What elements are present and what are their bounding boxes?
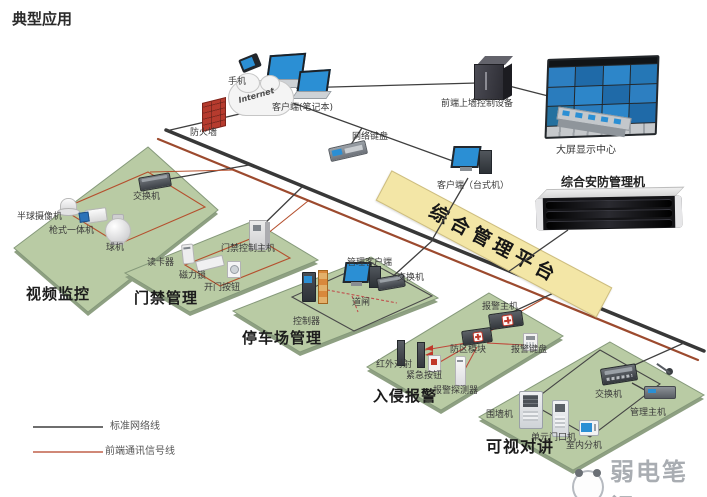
master-station-icon xyxy=(644,363,678,400)
indoor-monitor-icon xyxy=(579,420,599,436)
alarm-detector-icon xyxy=(455,356,466,386)
firewall-icon xyxy=(202,97,226,132)
device-label: 开门按钮 xyxy=(204,283,241,293)
device-label: 紧急按钮 xyxy=(406,371,443,381)
access-signal-loop xyxy=(183,236,292,287)
firewall-label: 防火墙 xyxy=(190,128,218,138)
security-server-label: 综合安防管理机 xyxy=(561,175,646,189)
device-label: 交换机 xyxy=(133,192,161,202)
platform-title-intercom: 可视对讲 xyxy=(486,437,555,456)
legend-network-label: 标准网络线 xyxy=(110,421,160,432)
device-label: 报警键盘 xyxy=(511,345,548,355)
device-label: 枪式一体机 xyxy=(49,226,95,236)
device-label: 球机 xyxy=(106,243,125,253)
trunk-signal-line xyxy=(156,137,700,362)
platform-title-video: 视频监控 xyxy=(26,285,91,303)
device-label: 防区模块 xyxy=(450,345,487,355)
device-label: 管理主机 xyxy=(630,408,667,418)
device-label: 红外对射 xyxy=(376,360,413,370)
intercom-network-loop xyxy=(529,349,661,438)
device-label: 报警主机 xyxy=(482,302,519,312)
emergency-button-icon xyxy=(428,355,441,372)
barrier-gate-icon xyxy=(302,270,330,304)
desktop-client-icon xyxy=(450,146,492,178)
device-label: 单元门口机 xyxy=(531,433,577,443)
device-label: 管理客户端 xyxy=(347,258,393,268)
video-wall-label: 大屏显示中心 xyxy=(556,145,616,156)
platform-title-access: 门禁管理 xyxy=(134,289,199,307)
device-label: 读卡器 xyxy=(147,258,175,268)
device-label: 控制器 xyxy=(293,317,321,327)
internet-cloud: Internet xyxy=(228,73,294,116)
device-label: 围墙机 xyxy=(486,410,514,420)
page-title: 典型应用 xyxy=(12,10,73,28)
device-label: 交换机 xyxy=(397,273,425,283)
parking-signal-dashed xyxy=(321,288,398,313)
perimeter-station-icon xyxy=(519,391,543,429)
watermark-text: 弱电笔记 xyxy=(609,458,688,497)
desktop-client-label: 客户端（台式机） xyxy=(437,181,510,191)
device-label: 交换机 xyxy=(595,390,623,400)
watermark-logo xyxy=(572,469,604,497)
watermark: 弱电笔记 xyxy=(572,452,707,497)
alarm-keypad-icon xyxy=(523,333,538,351)
phone-label: 手机 xyxy=(228,77,247,87)
ptz-camera-icon xyxy=(104,214,131,245)
door-button-icon xyxy=(227,261,241,278)
platform-title-alarm: 入侵报警 xyxy=(373,387,438,405)
ir-arrow-icon xyxy=(425,345,433,351)
card-reader-icon xyxy=(180,243,196,265)
infrared-beam-icon xyxy=(397,340,425,368)
device-label: 磁力锁 xyxy=(179,271,207,281)
access-controller-icon xyxy=(249,220,271,250)
laptop-icon-2 xyxy=(291,68,332,100)
door-station-icon xyxy=(552,400,569,437)
security-server-icon xyxy=(534,186,685,236)
device-label: 半球摄像机 xyxy=(17,212,63,222)
device-label: 门禁控制主机 xyxy=(221,244,276,254)
platform-title-parking: 停车场管理 xyxy=(242,329,323,347)
device-label: 道闸 xyxy=(352,298,371,308)
network-keyboard-label: 网络键盘 xyxy=(352,132,389,142)
laptop-client-label: 客户端(笔记本) xyxy=(272,103,334,113)
wall-controller-icon xyxy=(474,56,514,101)
trunk-network-line xyxy=(164,128,706,353)
device-label: 室内分机 xyxy=(566,441,603,451)
legend-signal-label: 前端通讯信号线 xyxy=(105,446,175,457)
wall-control-label: 前端上墙控制设备 xyxy=(441,99,514,109)
device-label: 报警探测器 xyxy=(433,386,479,396)
